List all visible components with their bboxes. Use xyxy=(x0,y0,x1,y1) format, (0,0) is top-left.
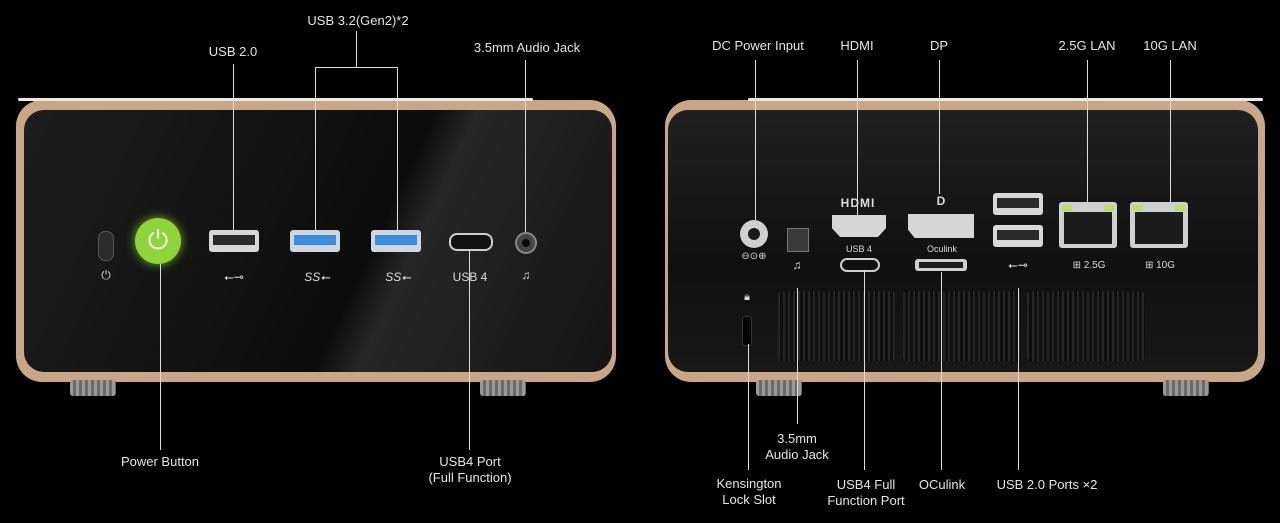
back-usb2-port-2[interactable] xyxy=(993,225,1043,247)
line-usb4-back xyxy=(864,270,865,470)
hdmi-logo: HDMI xyxy=(830,196,886,210)
lan-10g-text: ⊞ 10G xyxy=(1144,260,1176,271)
ss-text-1: SS xyxy=(304,270,321,284)
line-usb32-b xyxy=(397,67,398,230)
line-usb32-stem xyxy=(356,31,357,67)
ss-text-2: SS xyxy=(385,270,402,284)
usb4-port-text: USB 4 xyxy=(452,270,488,284)
line-back-usb2 xyxy=(1018,288,1019,470)
label-usb4-full-sub: Function Port xyxy=(827,493,905,508)
label-back-audio-sub: Audio Jack xyxy=(765,447,829,462)
back-headphone-icon: ♫ xyxy=(792,258,802,272)
label-dc-power: DC Power Input xyxy=(712,38,804,53)
hdmi-port[interactable] xyxy=(832,215,886,237)
label-power-button: Power Button xyxy=(120,454,200,469)
vent-2 xyxy=(903,291,1021,361)
label-kensington: Kensington xyxy=(716,476,782,491)
side-button[interactable] xyxy=(98,231,114,261)
usb32-port-2[interactable] xyxy=(371,230,421,252)
lan-2-5g-text: ⊞ 2.5G xyxy=(1072,260,1106,271)
usb32-port-1[interactable] xyxy=(290,230,340,252)
dc-power-port[interactable] xyxy=(740,220,768,248)
back-foot-left xyxy=(756,380,802,396)
label-back-audio: 3.5mm xyxy=(777,431,817,446)
audio-jack[interactable] xyxy=(515,232,537,254)
label-dp: DP xyxy=(929,38,949,53)
dp-port[interactable] xyxy=(908,214,974,238)
power-button[interactable]: ⏻ xyxy=(135,218,181,264)
label-oculink: OCulink xyxy=(918,477,966,492)
superspeed-icon-2: SS⭠ xyxy=(385,270,411,284)
back-top-edge xyxy=(748,98,1263,101)
vent-3 xyxy=(1027,291,1145,361)
label-lan-10g: 10G LAN xyxy=(1143,38,1197,53)
label-audio-jack: 3.5mm Audio Jack xyxy=(473,40,581,55)
line-usb32-a xyxy=(315,67,316,230)
power-icon: ⏻ xyxy=(147,225,169,255)
label-usb32: USB 3.2(Gen2)*2 xyxy=(307,13,409,28)
line-kensington xyxy=(748,344,749,470)
line-dc xyxy=(755,60,756,220)
line-back-audio xyxy=(797,288,798,424)
line-lan25 xyxy=(1087,60,1088,202)
vent-1 xyxy=(778,291,896,361)
label-usb2: USB 2.0 xyxy=(208,44,258,59)
label-kensington-sub: Lock Slot xyxy=(722,492,776,507)
back-foot-right xyxy=(1163,380,1209,396)
line-lan10 xyxy=(1170,60,1171,202)
front-foot-right xyxy=(480,380,526,396)
usb4-back-port[interactable] xyxy=(840,258,880,272)
dp-logo: D xyxy=(936,194,946,208)
line-oculink xyxy=(941,272,942,470)
power-small-icon: ⏻ xyxy=(101,268,111,282)
line-usb32-bar xyxy=(315,67,398,68)
lan25-port-text: 2.5G xyxy=(1083,260,1106,271)
back-usb2-port-1[interactable] xyxy=(993,193,1043,215)
label-hdmi: HDMI xyxy=(840,38,874,53)
label-usb4-full: USB4 Full xyxy=(836,477,896,492)
front-top-edge xyxy=(18,98,533,101)
usb4-port[interactable] xyxy=(449,233,493,251)
line-usb4 xyxy=(469,250,470,450)
lan-10g-port[interactable] xyxy=(1130,202,1188,248)
headphone-icon: ♫ xyxy=(521,268,531,282)
label-lan-2-5g: 2.5G LAN xyxy=(1058,38,1116,53)
label-back-usb2: USB 2.0 Ports ×2 xyxy=(996,477,1098,492)
back-usb-icon: ⭠⊸ xyxy=(1008,258,1028,272)
line-hdmi xyxy=(857,60,858,215)
back-audio-jack[interactable] xyxy=(787,228,809,252)
dc-pin xyxy=(748,228,760,240)
oculink-text: Oculink xyxy=(926,244,957,254)
oculink-port[interactable] xyxy=(915,259,967,271)
lock-icon: 🔒︎ xyxy=(744,291,750,303)
oculink-slot xyxy=(919,262,963,268)
lan10-port-text: 10G xyxy=(1156,260,1176,271)
usb2-port[interactable] xyxy=(209,230,259,252)
label-usb4-port: USB4 Port xyxy=(439,454,501,469)
label-usb4-port-sub: (Full Function) xyxy=(428,470,512,485)
line-dp xyxy=(939,60,940,194)
line-audio xyxy=(525,60,526,232)
line-power xyxy=(160,264,161,450)
usb-icon: ⭠⊸ xyxy=(224,270,244,284)
front-foot-left xyxy=(70,380,116,396)
line-usb2 xyxy=(233,64,234,230)
dc-polarity-icon: ⊖⊙⊕ xyxy=(741,251,767,262)
usb4-back-text: USB 4 xyxy=(845,244,872,254)
superspeed-icon-1: SS⭠ xyxy=(304,270,330,284)
kensington-slot[interactable] xyxy=(742,316,752,346)
lan-2-5g-port[interactable] xyxy=(1059,202,1117,248)
